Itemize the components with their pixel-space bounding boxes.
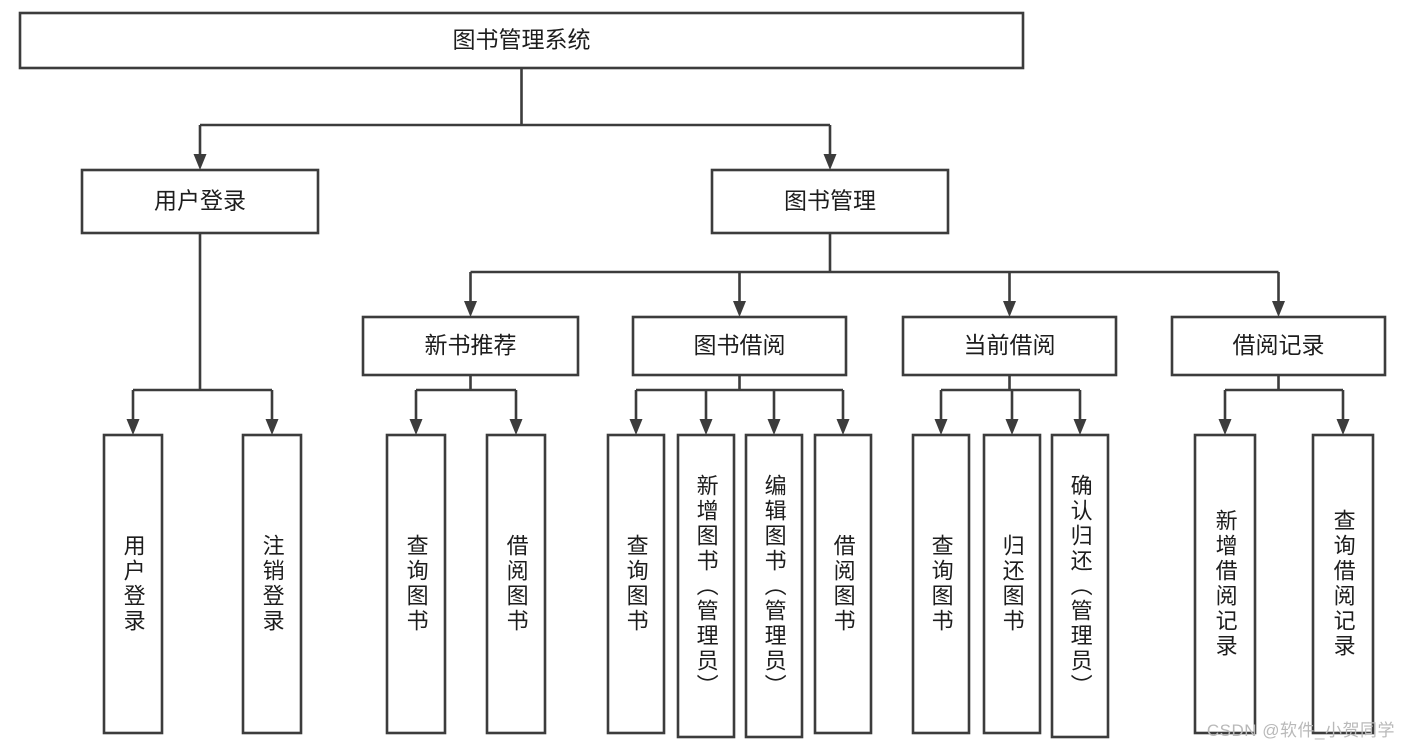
node-root[interactable]	[18, 11, 1025, 70]
node-label-user-login: 用户登录	[154, 188, 246, 214]
node-current-borrow[interactable]	[901, 315, 1118, 377]
node-label-root: 图书管理系统	[453, 27, 591, 53]
node-leaf-add-borrow-record[interactable]	[1193, 433, 1257, 735]
arrow-head-icon	[733, 301, 746, 317]
node-leaf-borrow-book-2[interactable]	[813, 433, 873, 735]
arrow-head-icon	[823, 154, 837, 170]
arrow-head-icon	[126, 419, 140, 435]
arrow-head-icon	[509, 419, 523, 435]
node-user-login[interactable]	[80, 168, 320, 235]
arrow-head-icon	[193, 154, 207, 170]
node-leaf-edit-book-admin[interactable]	[744, 433, 804, 739]
arrow-head-icon	[1218, 419, 1232, 435]
arrow-head-icon	[1336, 419, 1350, 435]
node-leaf-query-book-3[interactable]	[911, 433, 971, 735]
node-leaf-query-book-1[interactable]	[385, 433, 447, 735]
node-leaf-return-book[interactable]	[982, 433, 1042, 735]
arrow-head-icon	[1073, 419, 1087, 435]
node-label-borrow-record: 借阅记录	[1233, 332, 1325, 358]
arrow-head-icon	[1005, 419, 1019, 435]
node-label-new-book-recommend: 新书推荐	[425, 332, 517, 358]
watermark: CSDN @软件_小贺同学	[1206, 721, 1395, 740]
arrow-head-icon	[699, 419, 713, 435]
node-leaf-borrow-book-1[interactable]	[485, 433, 547, 735]
arrow-head-icon	[265, 419, 279, 435]
node-leaf-confirm-return-admin[interactable]	[1050, 433, 1110, 739]
arrow-head-icon	[934, 419, 948, 435]
node-box-layer	[18, 11, 1387, 739]
node-leaf-user-login[interactable]	[102, 433, 164, 735]
node-leaf-logout[interactable]	[241, 433, 303, 735]
node-label-book-borrow: 图书借阅	[694, 332, 786, 358]
node-leaf-query-borrow-record[interactable]	[1311, 433, 1375, 735]
node-label-current-borrow: 当前借阅	[964, 332, 1056, 358]
arrow-head-icon	[464, 301, 477, 317]
node-borrow-record[interactable]	[1170, 315, 1387, 377]
node-new-book-recommend[interactable]	[361, 315, 580, 377]
arrow-head-icon	[767, 419, 781, 435]
arrow-head-icon	[409, 419, 423, 435]
node-book-borrow[interactable]	[631, 315, 848, 377]
node-leaf-add-book-admin[interactable]	[676, 433, 736, 739]
arrow-head-icon	[1003, 301, 1016, 317]
node-leaf-query-book-2[interactable]	[606, 433, 666, 735]
node-label-book-manage: 图书管理	[784, 188, 876, 214]
arrow-head-icon	[836, 419, 850, 435]
node-book-manage[interactable]	[710, 168, 950, 235]
arrow-head-icon	[1272, 301, 1285, 317]
connector-layer	[126, 68, 1350, 435]
arrow-head-icon	[629, 419, 643, 435]
